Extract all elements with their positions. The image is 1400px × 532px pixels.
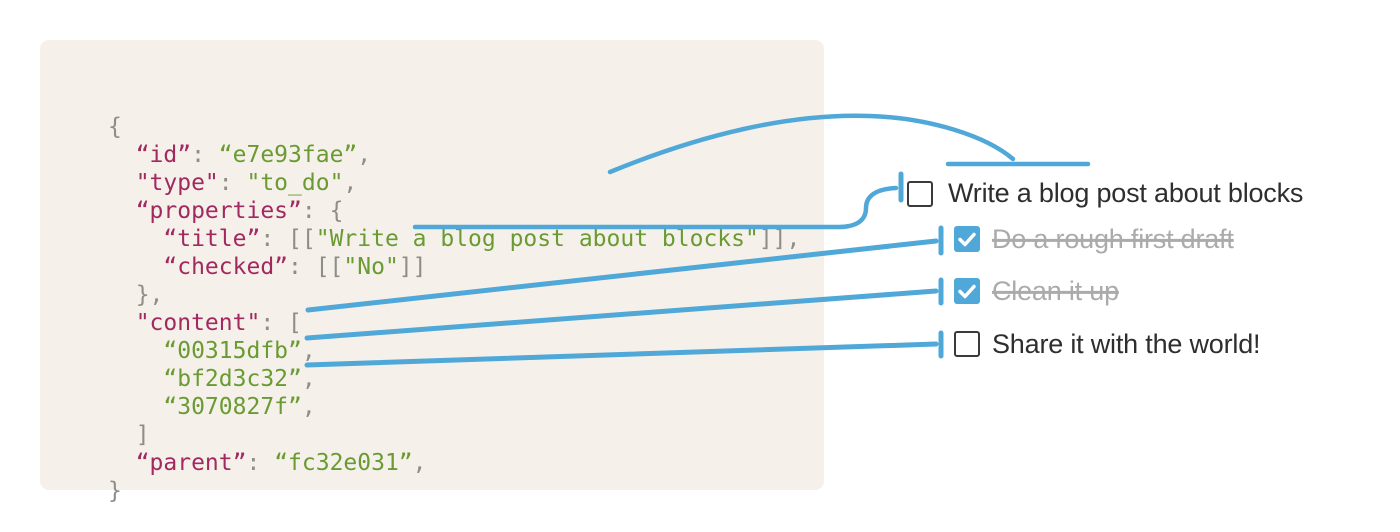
json-code: { “id”: “e7e93fae”, "type": "to_do", “pr… [108,114,801,504]
checkmark-icon [958,284,976,299]
code-panel: { “id”: “e7e93fae”, "type": "to_do", “pr… [40,40,824,504]
todo-label-share-it: Share it with the world! [992,328,1261,359]
todo-label-clean-it-up: Clean it up [992,275,1119,306]
checkbox-share-it[interactable] [954,331,980,357]
checkbox-rough-first-draft[interactable] [954,226,980,252]
checkbox-clean-it-up[interactable] [954,278,980,304]
todo-label-rough-first-draft: Do a rough first draft [992,223,1234,254]
checkbox-write-blog-post[interactable] [907,181,933,207]
checkmark-icon [958,232,976,247]
todo-label-write-blog-post: Write a blog post about blocks [948,177,1304,208]
